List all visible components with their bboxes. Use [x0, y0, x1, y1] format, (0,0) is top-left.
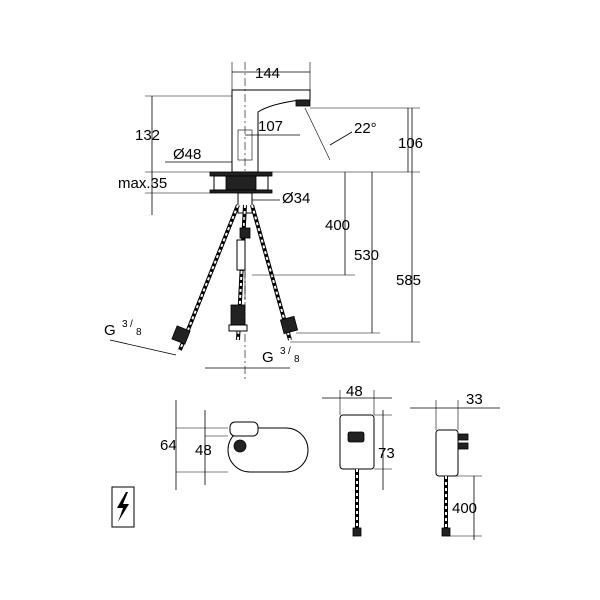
svg-text:max.35: max.35	[118, 175, 167, 192]
dim-psu-cable: 400	[446, 475, 482, 540]
svg-text:22°: 22°	[354, 120, 377, 137]
svg-text:33: 33	[466, 391, 483, 408]
svg-text:107: 107	[258, 118, 283, 135]
dim-body-diameter: Ø48	[165, 146, 232, 163]
dim-thread-left: G 3 / 8	[104, 319, 177, 356]
faucet-top-view	[176, 421, 309, 473]
svg-text:/: /	[130, 319, 133, 330]
svg-text:8: 8	[294, 354, 300, 365]
dim-hose-585: 585	[290, 108, 421, 343]
svg-text:3: 3	[280, 346, 286, 357]
svg-text:530: 530	[354, 247, 379, 264]
svg-text:3: 3	[122, 319, 128, 330]
svg-text:144: 144	[255, 65, 280, 82]
dim-psu-width: 48	[322, 383, 392, 415]
dim-deck-thickness: max.35	[118, 171, 210, 215]
svg-text:8: 8	[136, 327, 142, 338]
dim-top-64: 64	[160, 400, 177, 490]
power-supply-side	[435, 429, 469, 537]
dim-psu-height: 73	[374, 410, 395, 490]
svg-text:132: 132	[135, 127, 160, 144]
svg-text:48: 48	[346, 383, 363, 400]
svg-text:400: 400	[452, 500, 477, 517]
svg-text:/: /	[288, 346, 291, 357]
faucet-side-view	[209, 62, 311, 380]
dim-hole-diameter: Ø34	[252, 190, 310, 207]
dim-top-48: 48	[195, 410, 212, 485]
svg-text:64: 64	[160, 437, 177, 454]
dim-body-height: 132	[135, 95, 232, 172]
svg-text:585: 585	[396, 272, 421, 289]
lightning-icon	[111, 486, 135, 528]
hose-left	[171, 204, 240, 351]
svg-text:G: G	[104, 322, 116, 339]
power-supply-front	[339, 414, 375, 537]
svg-text:Ø34: Ø34	[282, 190, 310, 207]
dim-thread-right: G 3 / 8	[205, 346, 300, 369]
dim-hose-400: 400	[252, 172, 355, 276]
svg-text:Ø48: Ø48	[173, 146, 201, 163]
hose-right	[250, 204, 299, 341]
svg-text:G: G	[262, 349, 274, 366]
svg-text:48: 48	[195, 442, 212, 459]
dim-reach: 107	[245, 118, 300, 136]
svg-text:73: 73	[378, 445, 395, 462]
hose-middle	[228, 204, 248, 341]
dim-hose-530: 530	[296, 172, 380, 334]
dim-spout-height: 106	[272, 107, 423, 173]
svg-text:400: 400	[325, 217, 350, 234]
dim-width-top: 144	[231, 62, 311, 90]
dim-angle: 22°	[304, 107, 377, 161]
svg-text:106: 106	[398, 135, 423, 152]
dim-psu-depth: 33	[410, 391, 500, 430]
hose-cable	[239, 215, 251, 300]
